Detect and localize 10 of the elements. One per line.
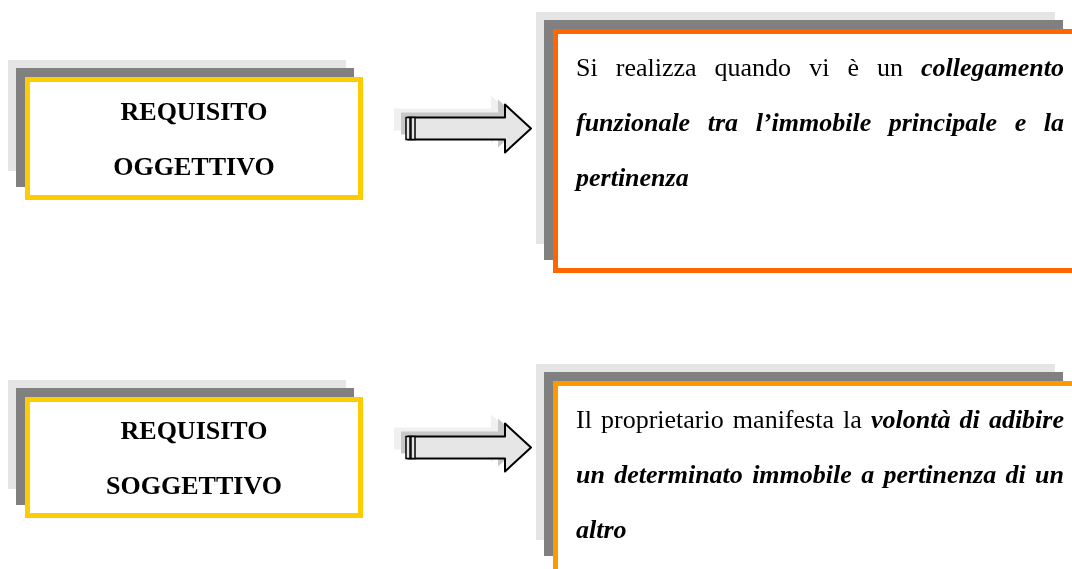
requirement-title: REQUISITO OGGETTIVO [112, 95, 276, 183]
block-arrow [407, 103, 532, 154]
description-text: Il proprietario manifesta la volontà di adibire un determinato immobile a pertinenza di un altro [576, 404, 1064, 546]
description-text: Si realizza quando vi è un collegamento funzionale tra l’immobile principale e la pertinenza [576, 52, 1064, 194]
description-box [553, 381, 1072, 569]
requirement-box [25, 77, 363, 200]
requirement-title: REQUISITO SOGGETTIVO [105, 414, 283, 502]
block-arrow [407, 422, 532, 473]
description-box [553, 29, 1072, 273]
requirement-box [25, 397, 363, 518]
